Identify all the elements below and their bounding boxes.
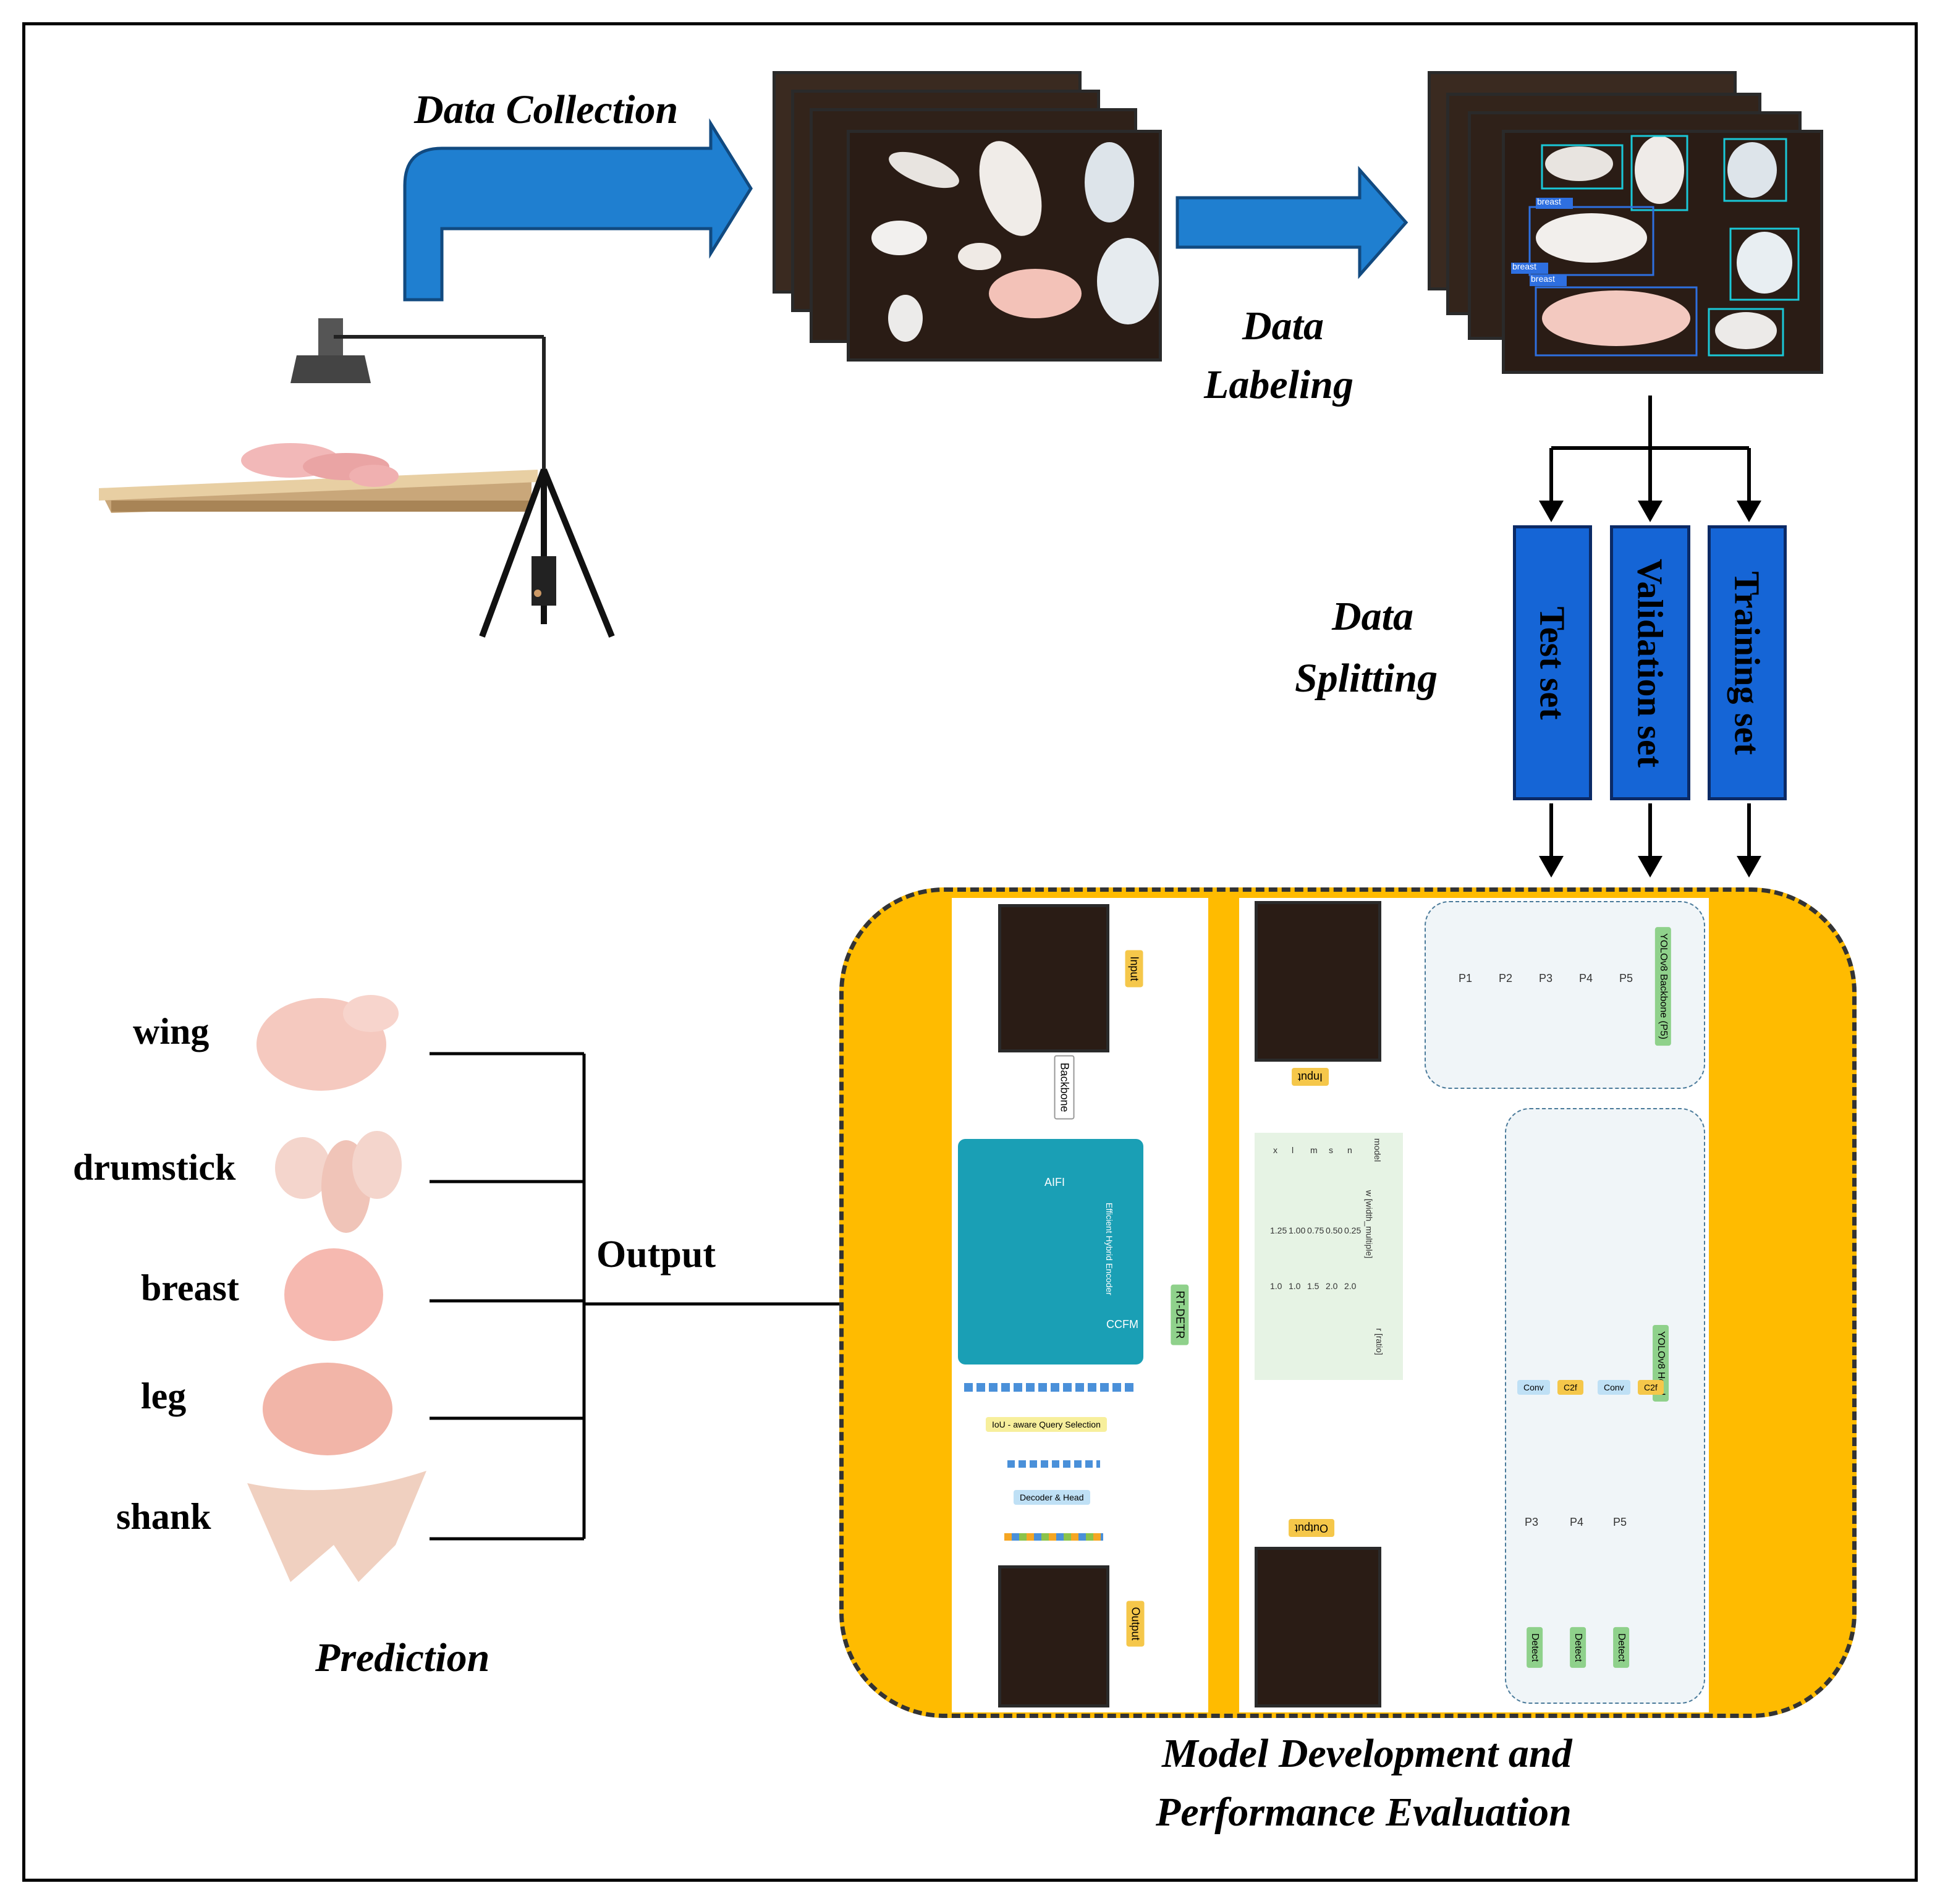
class-drumstick-label: drumstick (73, 1147, 236, 1188)
yolo-table-row-m: m (1310, 1145, 1318, 1155)
rtdetr-backbone-box: Backbone (1054, 1055, 1075, 1120)
yolo-table-w-m: 0.75 (1307, 1225, 1324, 1235)
data-collection-label: Data Collection (414, 87, 679, 132)
annotation-tag-3: breast (1531, 274, 1555, 284)
annotation-tag-2: breast (1537, 197, 1561, 206)
yolo-table-w-n: 0.25 (1344, 1225, 1362, 1235)
test-set-label: Test set (1532, 606, 1573, 720)
data-collection-arrow (403, 118, 753, 302)
yolo-pout-4: P4 (1570, 1516, 1584, 1528)
annotation-tag-1: breast (1512, 261, 1536, 271)
rtdetr-encoder-label: Efficient Hybrid Encoder (1104, 1203, 1114, 1295)
model-dev-label-line1: Model Development and (1162, 1731, 1572, 1776)
yolo-p4: P4 (1579, 972, 1593, 984)
yolo-detect-3: Detect (1613, 1627, 1630, 1669)
class-breast-label: breast (141, 1267, 239, 1308)
model-development-panel: Input Backbone AIFI Efficient Hybrid Enc… (839, 887, 1857, 1718)
yolo-c2f-1: C2f (1557, 1380, 1583, 1395)
yolo-output-image (1255, 1547, 1381, 1707)
rtdetr-ccfm-label: CCFM (1106, 1318, 1138, 1331)
yolo-model-table: model w [width_multiple] r [ratio] n s m… (1255, 1133, 1403, 1380)
yolo-p2: P2 (1499, 972, 1513, 984)
yolo-table-w-l: 1.00 (1289, 1225, 1306, 1235)
rtdetr-token-row-3 (1004, 1533, 1103, 1541)
yolo-panel: Input YOLOv8 Backbone (P5) P1 P2 P3 P4 P… (1239, 898, 1709, 1712)
split-arrowheads (1539, 501, 1761, 878)
data-splitting-label-line2: Splitting (1295, 656, 1438, 701)
yolo-head-box (1505, 1108, 1705, 1704)
training-set-box: Training set (1708, 525, 1787, 800)
yolo-p1: P1 (1459, 972, 1473, 984)
yolo-pout-5: P5 (1613, 1516, 1627, 1528)
yolo-table-w-x: 1.25 (1270, 1225, 1287, 1235)
yolo-output-tag: Output (1289, 1519, 1335, 1537)
yolo-table-row-l: l (1292, 1145, 1294, 1155)
yolo-table-header-r: r [ratio] (1374, 1328, 1384, 1355)
yolo-c2f-2: C2f (1638, 1380, 1664, 1395)
rtdetr-token-row-1 (964, 1383, 1137, 1392)
yolo-backbone-label: YOLOv8 Backbone (P5) (1654, 927, 1671, 1046)
prediction-label: Prediction (315, 1635, 490, 1680)
output-label: Output (596, 1233, 716, 1276)
yolo-table-r-s: 2.0 (1326, 1281, 1338, 1291)
rtdetr-input-image (998, 904, 1109, 1052)
validation-set-label: Validation set (1630, 558, 1671, 768)
yolo-conv-1: Conv (1517, 1380, 1550, 1395)
yolo-input-tag: Input (1292, 1068, 1329, 1086)
output-bracket (430, 1052, 841, 1541)
yolo-table-header-model: model (1373, 1138, 1383, 1162)
class-wing-label: wing (133, 1011, 210, 1052)
yolo-table-w-s: 0.50 (1326, 1225, 1343, 1235)
rtdetr-input-tag: Input (1125, 950, 1143, 988)
yolo-input-image (1255, 901, 1381, 1062)
yolo-detect-2: Detect (1570, 1627, 1586, 1669)
yolo-table-r-x: 1.0 (1270, 1281, 1282, 1291)
model-dev-label-line2: Performance Evaluation (1156, 1790, 1572, 1835)
rtdetr-aifi-label: AIFI (1044, 1176, 1065, 1188)
yolo-conv-2: Conv (1598, 1380, 1630, 1395)
rtdetr-query-selection: IoU - aware Query Selection (986, 1417, 1107, 1432)
rtdetr-token-row-2 (1007, 1460, 1100, 1468)
data-labeling-label-line2: Labeling (1204, 362, 1353, 407)
data-labeling-label-line1: Data (1242, 303, 1324, 349)
yolo-table-r-l: 1.0 (1289, 1281, 1301, 1291)
rtdetr-output-tag: Output (1126, 1601, 1145, 1647)
yolo-table-row-x: x (1273, 1145, 1277, 1155)
yolo-detect-1: Detect (1527, 1627, 1543, 1669)
rtdetr-panel: Input Backbone AIFI Efficient Hybrid Enc… (952, 898, 1208, 1712)
test-set-box: Test set (1513, 525, 1592, 800)
yolo-table-row-s: s (1329, 1145, 1333, 1155)
class-shank-label: shank (116, 1496, 211, 1537)
data-splitting-label-line1: Data (1332, 594, 1413, 639)
yolo-table-r-m: 1.5 (1307, 1281, 1319, 1291)
data-labeling-arrow (1175, 166, 1408, 279)
figure-frame (22, 22, 1918, 1882)
yolo-pout-3: P3 (1525, 1516, 1539, 1528)
raw-photo-main (847, 130, 1162, 362)
rtdetr-decoder-head: Decoder & Head (1014, 1490, 1090, 1505)
rtdetr-name-tag: RT-DETR (1171, 1284, 1189, 1345)
yolo-p5: P5 (1619, 972, 1633, 984)
split-connectors (1549, 396, 1751, 859)
training-set-label: Training set (1727, 571, 1768, 755)
raw-chicken-pieces (871, 141, 1159, 342)
labeled-chicken-pieces (1511, 135, 1800, 357)
labeled-photo-main: breast breast breast (1502, 130, 1823, 374)
yolo-table-header-w: w [width_multiple] (1364, 1190, 1375, 1259)
yolo-table-r-n: 2.0 (1344, 1281, 1357, 1291)
yolo-p3: P3 (1539, 972, 1553, 984)
camera-setup (99, 318, 615, 638)
validation-set-box: Validation set (1610, 525, 1690, 800)
rtdetr-encoder-box (958, 1139, 1143, 1365)
class-leg-label: leg (141, 1376, 187, 1416)
rtdetr-output-image (998, 1565, 1109, 1707)
yolo-table-row-n: n (1347, 1145, 1352, 1155)
